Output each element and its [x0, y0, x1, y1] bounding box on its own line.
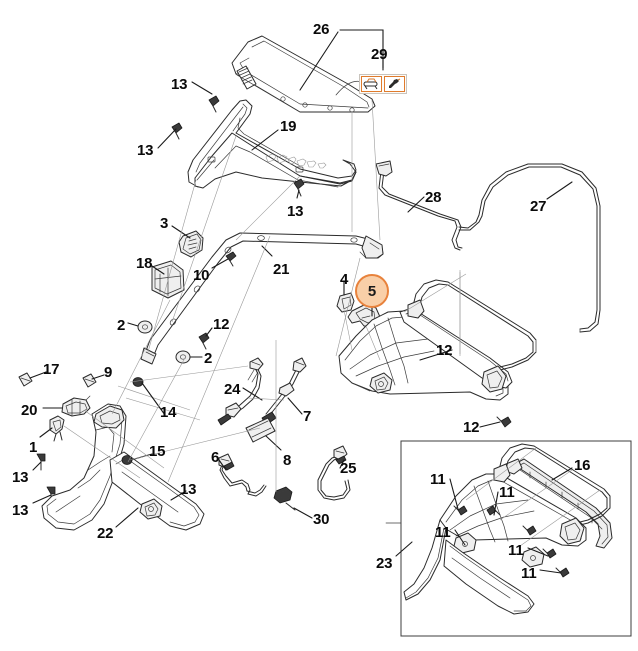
- leader-lines: [29, 29, 573, 574]
- callout-15: 15: [149, 443, 166, 460]
- part-19-handle-shroud: [187, 99, 357, 189]
- part-12-screw-c: [496, 416, 512, 428]
- callout-13-f: 13: [180, 481, 197, 498]
- part-6-cable-hook: [218, 453, 267, 497]
- callout-26: 26: [313, 21, 330, 38]
- callout-14: 14: [160, 404, 177, 421]
- callout-21: 21: [273, 261, 290, 278]
- part-11-screw-d: [542, 548, 557, 559]
- part-17-pin: [18, 372, 33, 387]
- callout-11-b: 11: [499, 484, 515, 501]
- callout-27: 27: [530, 198, 547, 215]
- assembly-guide-lines: [63, 99, 467, 492]
- callout-11-c: 11: [435, 524, 451, 541]
- callout-1: 1: [29, 439, 38, 456]
- highlighted-part-badge: 5: [355, 274, 389, 308]
- callout-29: 29: [371, 46, 388, 63]
- stihl-logo-emboss: [265, 153, 327, 169]
- part-14-grommet: [132, 377, 144, 387]
- callout-7: 7: [303, 408, 312, 425]
- inset-chassis: [403, 443, 611, 615]
- part-7-cable: [261, 357, 307, 426]
- callout-17: 17: [43, 361, 60, 378]
- callout-11-d: 11: [508, 542, 524, 559]
- callout-11-a: 11: [430, 471, 446, 488]
- callout-12-b: 12: [436, 342, 453, 359]
- part-21-handle-tube: [140, 232, 384, 365]
- callout-20: 20: [21, 402, 38, 419]
- part-20-bracket: [61, 395, 91, 417]
- part-9-pin: [82, 373, 97, 388]
- part-29-icon-decal: [359, 74, 407, 94]
- part-23-inset-box: [385, 440, 632, 637]
- callout-13-c: 13: [287, 203, 304, 220]
- part-13-screw-a: [208, 95, 220, 113]
- part-8-sleeve: [245, 417, 276, 443]
- wrench-icon: [384, 76, 405, 92]
- callout-12-a: 12: [213, 316, 230, 333]
- handle-tool-icon: [361, 76, 382, 92]
- callout-6: 6: [211, 449, 220, 466]
- part-24-cable: [217, 357, 264, 426]
- part-12-screw-a: [198, 332, 210, 350]
- callout-24: 24: [224, 381, 241, 398]
- part-16-trim-strip: [504, 458, 613, 549]
- callout-9: 9: [104, 364, 113, 381]
- part-22-lower-bracket: [41, 385, 205, 531]
- part-11-screw-b: [486, 505, 501, 516]
- callout-13-e: 13: [12, 502, 29, 519]
- callout-13-a: 13: [171, 76, 188, 93]
- part-11-screw-e: [555, 567, 570, 578]
- part-26-console: [231, 35, 376, 113]
- callout-10: 10: [193, 267, 210, 284]
- callout-30: 30: [313, 511, 330, 528]
- part-10-screw: [225, 251, 237, 267]
- callout-2-b: 2: [204, 350, 213, 367]
- part-30-clip: [273, 486, 296, 511]
- part-11-screw-c: [522, 525, 537, 536]
- part-4-bushing: [336, 292, 355, 313]
- part-28-wire-rod: [375, 160, 463, 251]
- callout-18: 18: [136, 255, 153, 272]
- callout-3: 3: [160, 215, 169, 232]
- part-11-screw-a: [453, 505, 468, 516]
- callout-11-e: 11: [521, 565, 537, 582]
- callout-19: 19: [280, 118, 297, 135]
- part-27-wire-rod: [458, 163, 601, 333]
- callout-25: 25: [340, 460, 357, 477]
- callout-12-c: 12: [463, 419, 480, 436]
- part-2-washer-upper: [137, 320, 153, 334]
- callout-2-a: 2: [117, 317, 126, 334]
- callout-23: 23: [376, 555, 393, 572]
- callout-28: 28: [425, 189, 442, 206]
- callout-8: 8: [283, 452, 292, 469]
- callout-4: 4: [340, 271, 349, 288]
- callout-16: 16: [574, 457, 591, 474]
- callout-13-d: 13: [12, 469, 29, 486]
- part-3-knob: [178, 230, 204, 258]
- callout-22: 22: [97, 525, 114, 542]
- part-25-cable-hook: [317, 445, 351, 501]
- callout-13-b: 13: [137, 142, 154, 159]
